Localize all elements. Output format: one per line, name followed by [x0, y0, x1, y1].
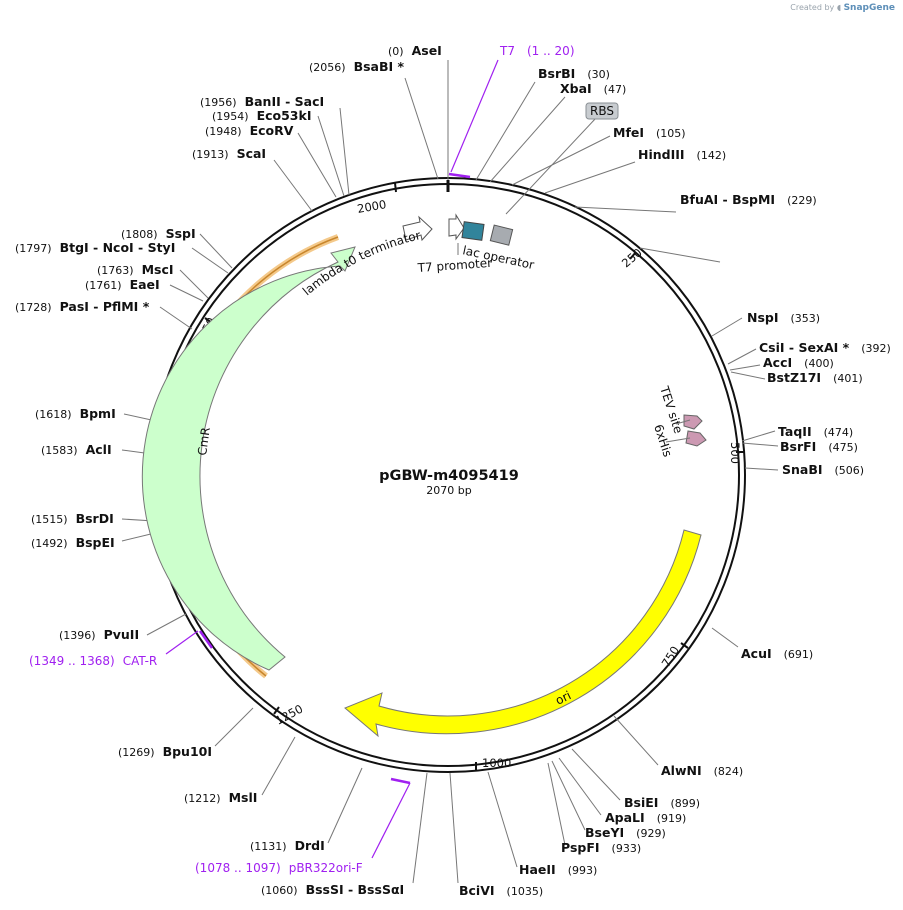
site-label-acli[interactable]: (1583)AclI — [41, 442, 112, 457]
site-label-csii[interactable]: CsiI - SexAI *(392) — [759, 340, 891, 355]
plasmid-length: 2070 bp — [426, 484, 471, 497]
tick-label-1000: 1000 — [482, 756, 511, 770]
snapgene-logo-icon: ◖ — [836, 3, 842, 12]
tick-label-500: 500 — [728, 442, 742, 464]
site-label-eco53ki[interactable]: (1954)Eco53kI — [212, 108, 311, 123]
t7-promoter-label: T7 promoter — [416, 256, 492, 275]
tick-label-2000: 2000 — [356, 197, 387, 216]
tick-label-750: 750 — [659, 644, 683, 670]
site-label-acci[interactable]: AccI(400) — [763, 355, 834, 370]
site-label-pspfi[interactable]: PspFI(933) — [561, 840, 641, 855]
site-label-bsiei[interactable]: BsiEI(899) — [624, 795, 700, 810]
tick-mark — [394, 182, 397, 193]
site-label-bspei[interactable]: (1492)BspEI — [31, 535, 115, 550]
ori-feature-arrow[interactable] — [344, 529, 702, 738]
rbs-label: RBS — [590, 104, 614, 118]
site-label-bsrfi[interactable]: BsrFI(475) — [780, 439, 858, 454]
tick-mark — [680, 642, 689, 649]
primer-label-cat-r[interactable]: (1349 .. 1368)CAT-R — [29, 654, 157, 668]
site-label-pvuii[interactable]: (1396)PvuII — [59, 627, 139, 642]
primer-label-pbr322ori-f[interactable]: (1078 .. 1097)pBR322ori-F — [195, 861, 363, 875]
site-label-banii[interactable]: (1956)BanII - SacI — [200, 94, 324, 109]
site-label-bsssi[interactable]: (1060)BssSI - BssSαI — [261, 882, 404, 897]
site-label-bsabi[interactable]: (2056)BsaBI * — [309, 59, 405, 74]
plasmid-name: pGBW-m4095419 — [379, 468, 519, 484]
site-label-bfuai[interactable]: BfuAI - BspMI(229) — [680, 192, 817, 207]
site-label-apali[interactable]: ApaLI(919) — [605, 810, 686, 825]
site-label-hindiii[interactable]: HindIII(142) — [638, 147, 726, 162]
tick-mark — [629, 251, 637, 260]
lac-operator-box[interactable] — [461, 221, 485, 241]
site-label-bcivi[interactable]: BciVI(1035) — [459, 883, 543, 898]
site-label-btgi[interactable]: (1797)BtgI - NcoI - StyI — [15, 240, 175, 255]
cmr-label: CmR — [195, 426, 213, 456]
primer-cat-r[interactable] — [165, 630, 214, 655]
site-label-acui[interactable]: AcuI(691) — [741, 646, 813, 661]
site-label-asei[interactable]: (0)AseI — [388, 43, 442, 58]
site-label-bsrbi[interactable]: BsrBI(30) — [538, 66, 610, 81]
site-label-bseyi[interactable]: BseYI(929) — [585, 825, 666, 840]
lambda-terminator-arrow[interactable] — [402, 215, 433, 242]
cmr-feature-arrow[interactable] — [141, 246, 356, 671]
primer-label-t7[interactable]: T7(1 .. 20) — [499, 44, 575, 58]
rbs-leader — [505, 117, 597, 215]
site-label-haeii[interactable]: HaeII(993) — [519, 862, 597, 877]
tick-label-1250: 1250 — [273, 702, 305, 728]
t7-promoter-arrow[interactable] — [448, 213, 465, 241]
site-label-mfei[interactable]: MfeI(105) — [613, 125, 686, 140]
site-label-alwni[interactable]: AlwNI(824) — [661, 763, 743, 778]
rbs-label-badge — [585, 102, 619, 120]
site-label-bsrdi[interactable]: (1515)BsrDI — [31, 511, 114, 526]
site-label-nspi[interactable]: NspI(353) — [747, 310, 820, 325]
primer-t7[interactable] — [448, 59, 499, 179]
tick-mark — [273, 706, 280, 715]
tev-site-arrow[interactable] — [683, 414, 703, 430]
snapgene-credit: Created by ◖ SnapGene — [790, 3, 895, 13]
site-label-sspi[interactable]: (1808)SspI — [121, 226, 196, 241]
site-label-snabi[interactable]: SnaBI(506) — [782, 462, 864, 477]
site-label-ecorv[interactable]: (1948)EcoRV — [205, 123, 294, 138]
primer-pbr322ori-f[interactable] — [371, 777, 411, 859]
site-label-bpu10i[interactable]: (1269)Bpu10I — [118, 744, 212, 759]
site-label-bstz17i[interactable]: BstZ17I(401) — [767, 370, 863, 385]
his-leader — [665, 437, 691, 443]
site-label-msci[interactable]: (1763)MscI — [97, 262, 174, 277]
his-tag-arrow[interactable] — [685, 430, 707, 447]
site-label-taqii[interactable]: TaqII(474) — [778, 424, 853, 439]
site-label-bpmi[interactable]: (1618)BpmI — [35, 406, 116, 421]
credit-prefix: Created by — [790, 3, 835, 12]
site-leader-lines — [121, 60, 779, 884]
site-label-drdi[interactable]: (1131)DrdI — [250, 838, 325, 853]
site-label-msli[interactable]: (1212)MslI — [184, 790, 257, 805]
rbs-box[interactable] — [489, 224, 514, 246]
credit-brand: SnapGene — [843, 3, 895, 13]
site-label-pasi[interactable]: (1728)PasI - PflMI * — [15, 299, 150, 314]
site-label-scai[interactable]: (1913)ScaI — [192, 146, 266, 161]
lambda-terminator-label: lambda t0 terminator — [300, 228, 422, 298]
ori-label: ori — [553, 688, 573, 707]
site-label-eaei[interactable]: (1761)EaeI — [85, 277, 160, 292]
site-labels: (0)AseI (2056)BsaBI * BsrBI(30) XbaI(47)… — [15, 43, 891, 898]
site-label-xbai[interactable]: XbaI(47) — [560, 81, 626, 96]
tev-leader — [675, 419, 691, 425]
